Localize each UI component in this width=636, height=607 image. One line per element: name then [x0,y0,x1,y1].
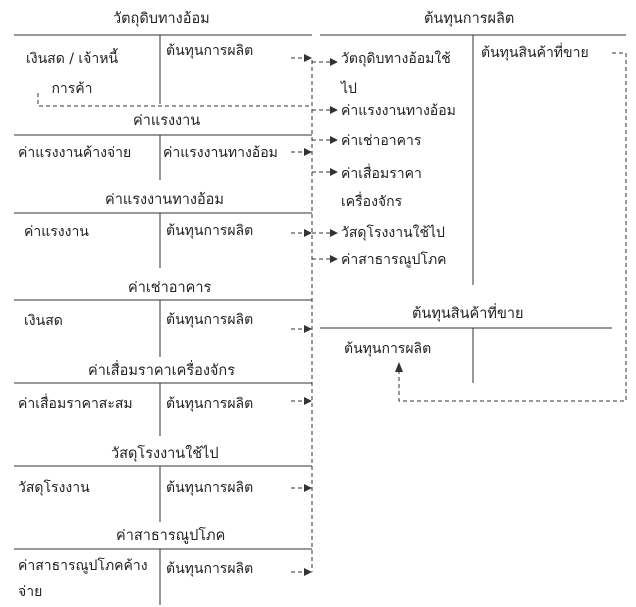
account-title-rent: ค่าเช่าอาคาร [128,280,212,296]
account-credit: ค่าแรงงานทางอ้อม [163,145,278,161]
arrowhead [395,362,403,372]
account-credit: ต้นทุนการผลิต [166,561,254,577]
arrowhead [304,54,312,62]
production-cost-debit-item: วัตถุดิบทางอ้อมใช้ไป [341,51,451,97]
arrowhead [330,136,338,144]
account-debit-cash-payables: เงินสด / เจ้าหนี้การค้า [25,51,119,97]
arrowhead [304,148,312,156]
cogs-debit: ต้นทุนการผลิต [344,341,432,357]
arrowhead [330,58,338,66]
account-credit: ต้นทุนการผลิต [166,312,254,328]
account-title-labor: ค่าแรงงาน [133,113,201,129]
account-credit: ต้นทุนการผลิต [166,480,254,496]
account-debit: ค่าแรงงานค้างจ่าย [18,145,132,161]
arrowhead [330,255,338,263]
account-title-depreciation: ค่าเสื่อมราคาเครื่องจักร [88,363,235,379]
account-credit: ต้นทุนการผลิต [166,223,254,239]
arrowhead [330,229,338,237]
production-cost-title: ต้นทุนการผลิต [424,11,515,27]
production-cost-debit-item: ค่าเช่าอาคาร [341,133,422,149]
account-debit: ค่าเสื่อมราคาสะสม [18,396,133,412]
account-credit: ต้นทุนการผลิต [166,43,254,59]
account-debit: เงินสด [24,313,63,329]
account-debit: วัสดุโรงงาน [18,480,90,496]
arrowhead [304,229,312,237]
dashed-connector [398,52,627,402]
account-title-factory-supplies: วัสดุโรงงานใช้ไป [111,446,219,462]
account-credit: ต้นทุนการผลิต [166,396,254,412]
arrowhead [304,568,312,576]
account-debit: ค่าแรงงาน [24,224,89,240]
arrowhead [304,325,312,333]
production-cost-debit-item: ค่าสาธารณูปโภค [341,252,447,268]
arrowhead [304,397,312,405]
account-title-indirect-materials: วัตถุดิบทางอ้อม [113,11,210,27]
account-title-indirect-labor: ค่าแรงงานทางอ้อม [105,192,224,208]
cogs-title: ต้นทุนสินค้าที่ขาย [412,306,524,322]
account-title-utilities: ค่าสาธารณูปโภค [116,528,226,544]
arrowhead [304,484,312,492]
arrowhead [330,106,338,114]
arrowhead [330,168,338,176]
production-cost-credit: ต้นทุนสินค้าที่ขาย [481,45,589,61]
production-cost-debit-item: วัสดุโรงงานใช้ไป [341,225,445,241]
production-cost-debit-item: ค่าเสื่อมราคาเครื่องจักร [341,166,422,210]
account-debit: ค่าสาธารณูปโภคค้างจ่าย [18,558,148,600]
production-cost-debit-item: ค่าแรงงานทางอ้อม [341,103,456,119]
